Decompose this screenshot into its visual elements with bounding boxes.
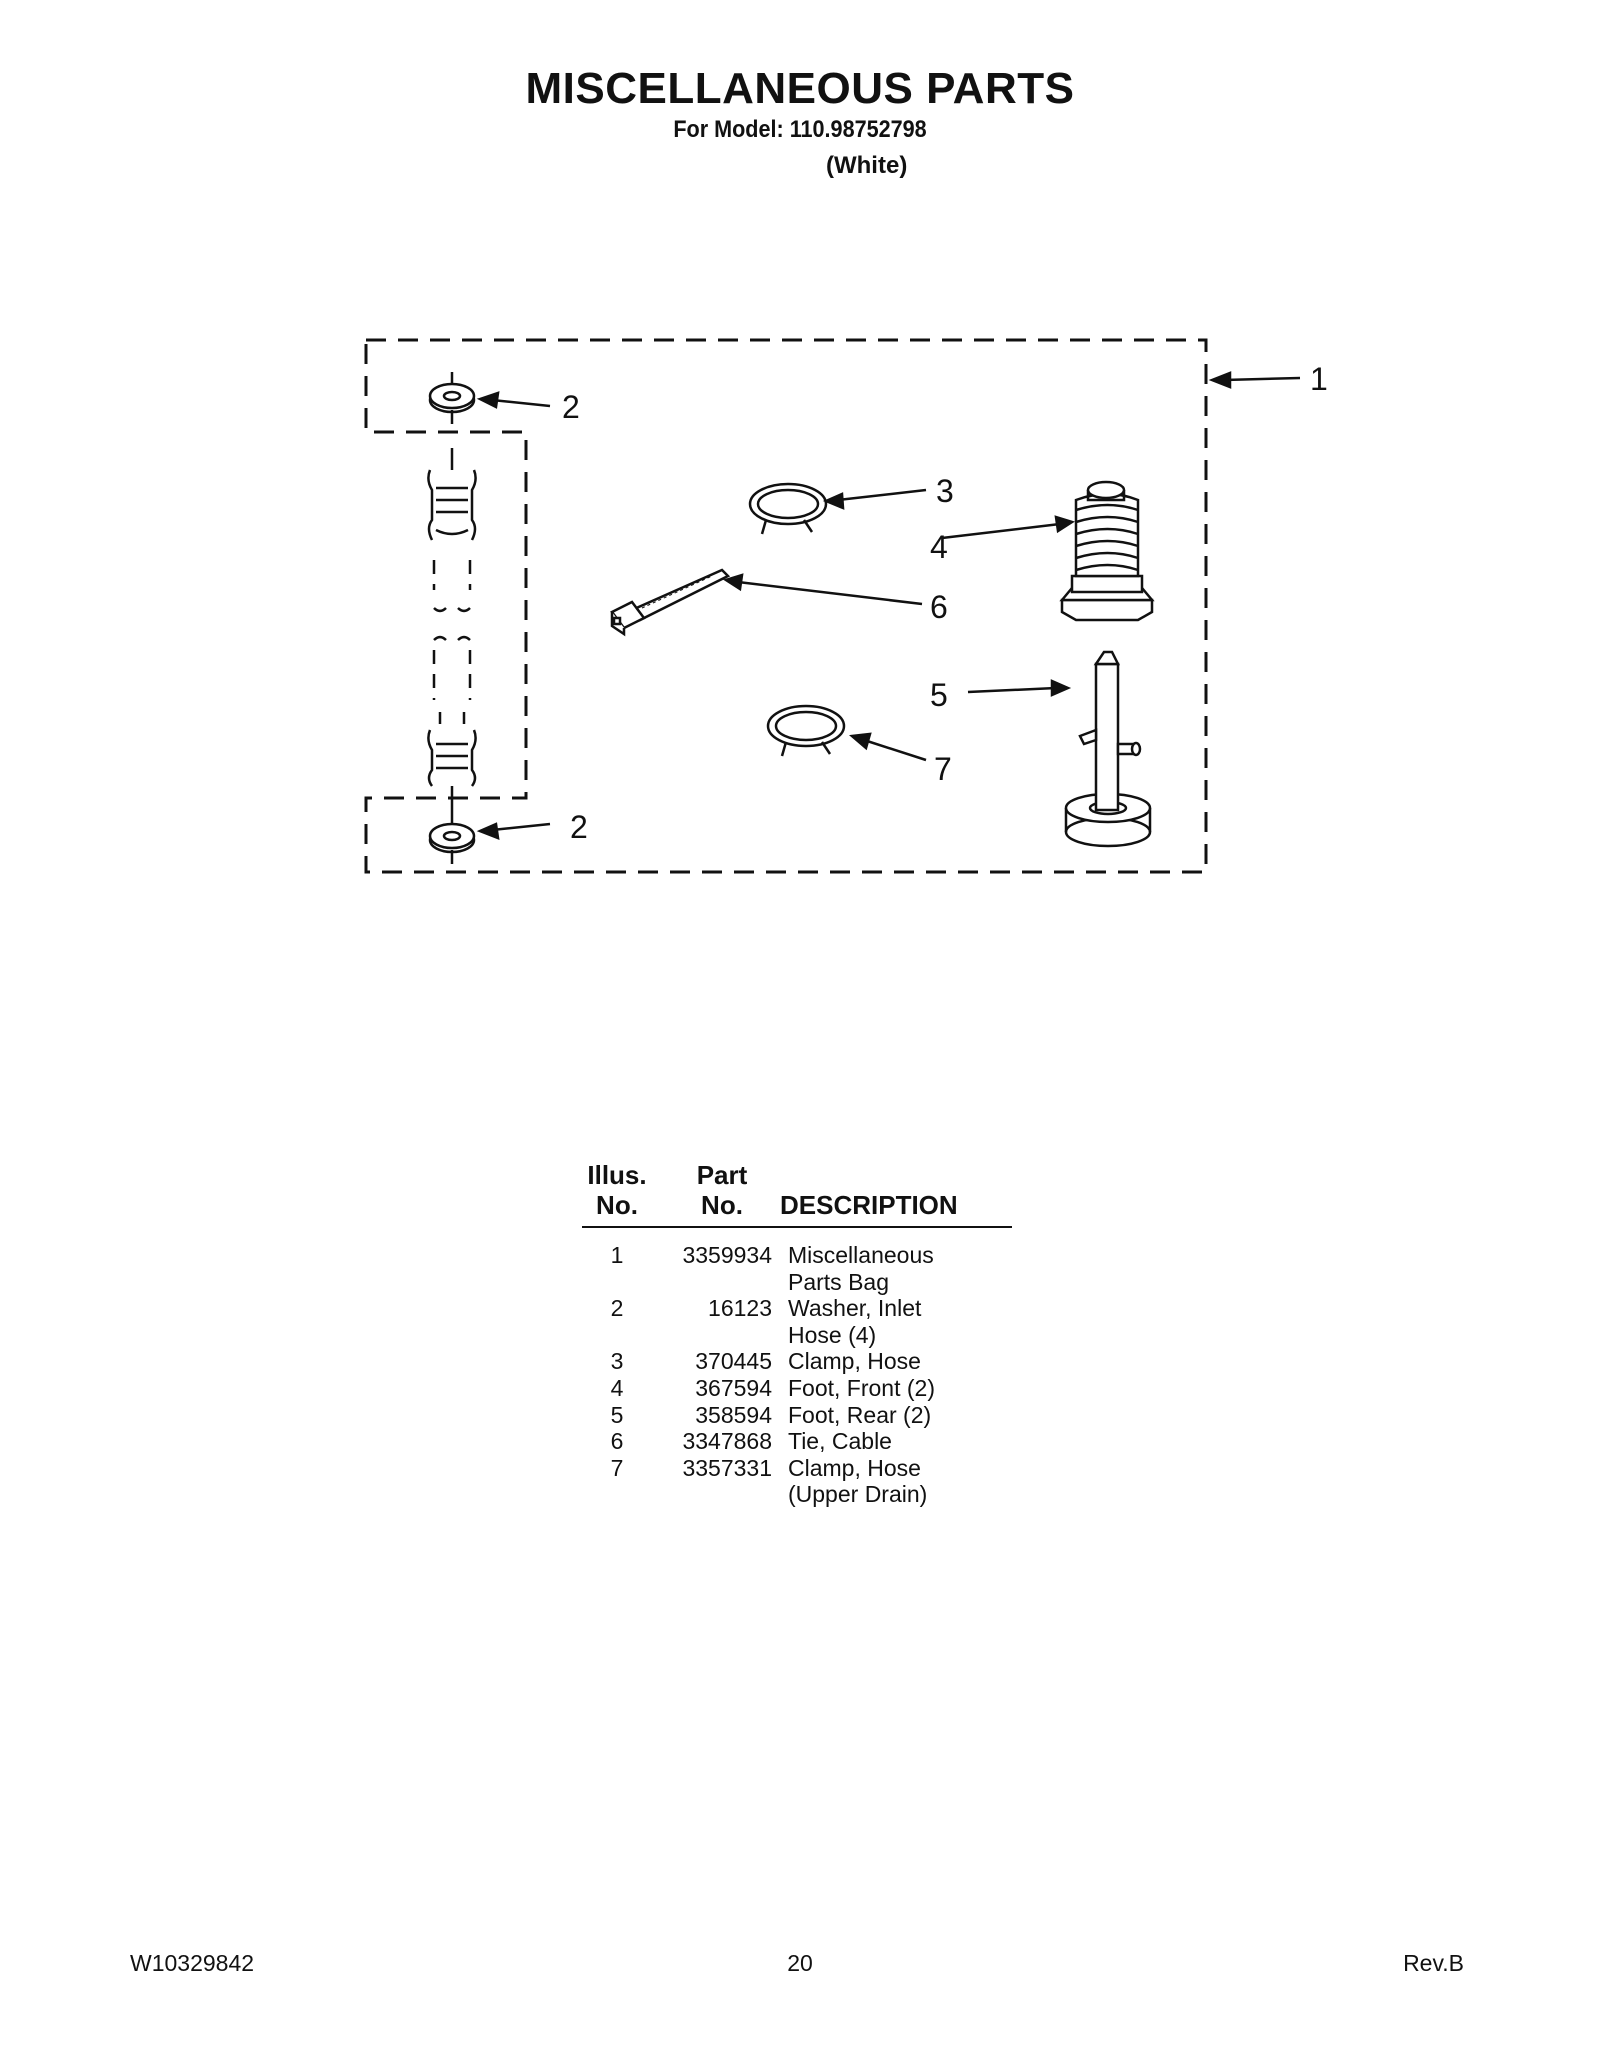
callout-4: 4 (930, 529, 948, 565)
part-number: 3357331 (682, 1454, 772, 1481)
page-title: MISCELLANEOUS PARTS (525, 64, 1075, 113)
header-illus-line2: No. (596, 1190, 638, 1220)
header-part-no: Part No. (682, 1160, 762, 1220)
hose-clamp (748, 482, 828, 535)
part-description: Foot, Front (2) (788, 1374, 935, 1401)
illus-number: 1 (610, 1242, 624, 1268)
cable-tie (610, 568, 731, 637)
illus-number: 7 (610, 1454, 624, 1481)
parts-table: Illus. No. Part No. DESCRIPTION 1 335993… (582, 1160, 1012, 1508)
table-header: Illus. No. Part No. DESCRIPTION (582, 1160, 1012, 1228)
rear-foot (1064, 650, 1152, 848)
model-number: For Model: 110.98752798 (673, 116, 927, 143)
table-body: 1 3359934 Miscellaneous Parts Bag 2 1612… (582, 1242, 1012, 1508)
header-illus-line1: Illus. (587, 1160, 647, 1190)
parts-bag-outline (364, 338, 1208, 874)
table-row: 3 370445 Clamp, Hose (582, 1348, 1012, 1375)
page-number: 20 (787, 1950, 813, 1976)
parts-diagram: 1 2 2 3 4 6 5 7 (364, 338, 1328, 874)
callout-7: 7 (934, 751, 952, 787)
table-row: 2 16123 Washer, Inlet Hose (4) (582, 1295, 1012, 1348)
header-description: DESCRIPTION (780, 1190, 958, 1220)
header-illus-no: Illus. No. (582, 1160, 652, 1220)
callout-3: 3 (936, 473, 954, 509)
header-part-line2: No. (701, 1190, 743, 1220)
part-description: Miscellaneous Parts Bag (788, 1242, 934, 1295)
hose-clamp-upper-drain (766, 704, 846, 757)
illus-number: 2 (610, 1295, 624, 1322)
header-part-line1: Part (696, 1160, 748, 1190)
part-description: Washer, Inlet Hose (4) (788, 1295, 922, 1348)
washer-inlet-hose-bottom (428, 808, 476, 864)
document-number: W10329842 (130, 1950, 255, 1976)
part-description: Clamp, Hose (788, 1348, 921, 1375)
callout-2-bottom: 2 (570, 809, 588, 845)
part-number: 3347868 (682, 1428, 772, 1455)
illus-number: 4 (610, 1374, 624, 1401)
table-row: 4 367594 Foot, Front (2) (582, 1375, 1012, 1402)
inlet-hose (427, 448, 477, 808)
front-foot (1059, 480, 1155, 622)
part-number: 3359934 (682, 1242, 772, 1268)
callout-1: 1 (1310, 361, 1328, 397)
table-row: 7 3357331 Clamp, Hose (Upper Drain) (582, 1455, 1012, 1508)
illus-number: 3 (610, 1348, 624, 1375)
part-number: 367594 (695, 1374, 772, 1401)
table-row: 6 3347868 Tie, Cable (582, 1428, 1012, 1455)
illus-number: 5 (610, 1401, 624, 1428)
part-description: Foot, Rear (2) (788, 1401, 932, 1428)
washer-inlet-hose-top (428, 372, 476, 424)
leader-lines (476, 371, 1301, 840)
part-number: 16123 (708, 1295, 772, 1322)
callout-5: 5 (930, 677, 948, 713)
table-row: 1 3359934 Miscellaneous Parts Bag (582, 1242, 1012, 1295)
revision-label: Rev.B (1403, 1950, 1464, 1976)
callout-2-top: 2 (562, 389, 580, 425)
part-number: 358594 (695, 1401, 772, 1428)
part-description: Tie, Cable (788, 1428, 892, 1455)
illus-number: 6 (610, 1428, 624, 1455)
model-variant: (White) (826, 152, 908, 179)
part-number: 370445 (695, 1348, 772, 1375)
table-row: 5 358594 Foot, Rear (2) (582, 1402, 1012, 1429)
part-description: Clamp, Hose (Upper Drain) (788, 1454, 928, 1508)
callout-6: 6 (930, 589, 948, 625)
